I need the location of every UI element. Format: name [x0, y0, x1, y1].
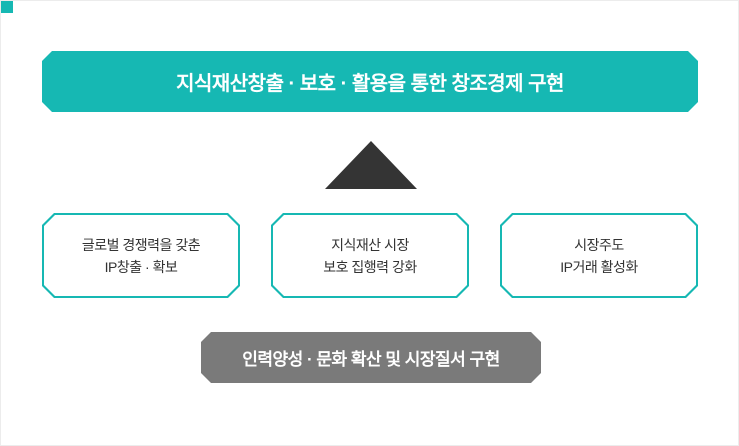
strategy-box-line: 시장주도 — [574, 236, 624, 253]
strategy-box-ip-protection-body: 지식재산 시장 보호 집행력 강화 — [273, 215, 467, 296]
corner-accent-square — [1, 1, 13, 13]
up-triangle-icon — [325, 141, 417, 189]
strategy-box-line: 지식재산 시장 — [331, 236, 409, 253]
strategy-box-line: IP거래 활성화 — [560, 258, 638, 275]
foundation-bar-label: 인력양성 · 문화 확산 및 시장질서 구현 — [242, 350, 500, 369]
foundation-bar: 인력양성 · 문화 확산 및 시장질서 구현 — [201, 332, 541, 383]
strategy-box-ip-creation-body: 글로벌 경쟁력을 갖춘 IP창출 · 확보 — [44, 215, 238, 296]
strategy-box-ip-protection: 지식재산 시장 보호 집행력 강화 — [271, 213, 469, 298]
strategy-box-line: IP창출 · 확보 — [104, 258, 178, 275]
strategy-box-ip-trade: 시장주도 IP거래 활성화 — [500, 213, 698, 298]
strategy-box-line: 보호 집행력 강화 — [323, 258, 417, 275]
strategy-box-ip-creation: 글로벌 경쟁력을 갖춘 IP창출 · 확보 — [42, 213, 240, 298]
strategy-box-ip-trade-body: 시장주도 IP거래 활성화 — [502, 215, 696, 296]
goal-banner: 지식재산창출 · 보호 · 활용을 통한 창조경제 구현 — [42, 51, 698, 112]
strategy-box-line: 글로벌 경쟁력을 갖춘 — [81, 236, 201, 253]
goal-banner-label: 지식재산창출 · 보호 · 활용을 통한 창조경제 구현 — [176, 73, 564, 95]
